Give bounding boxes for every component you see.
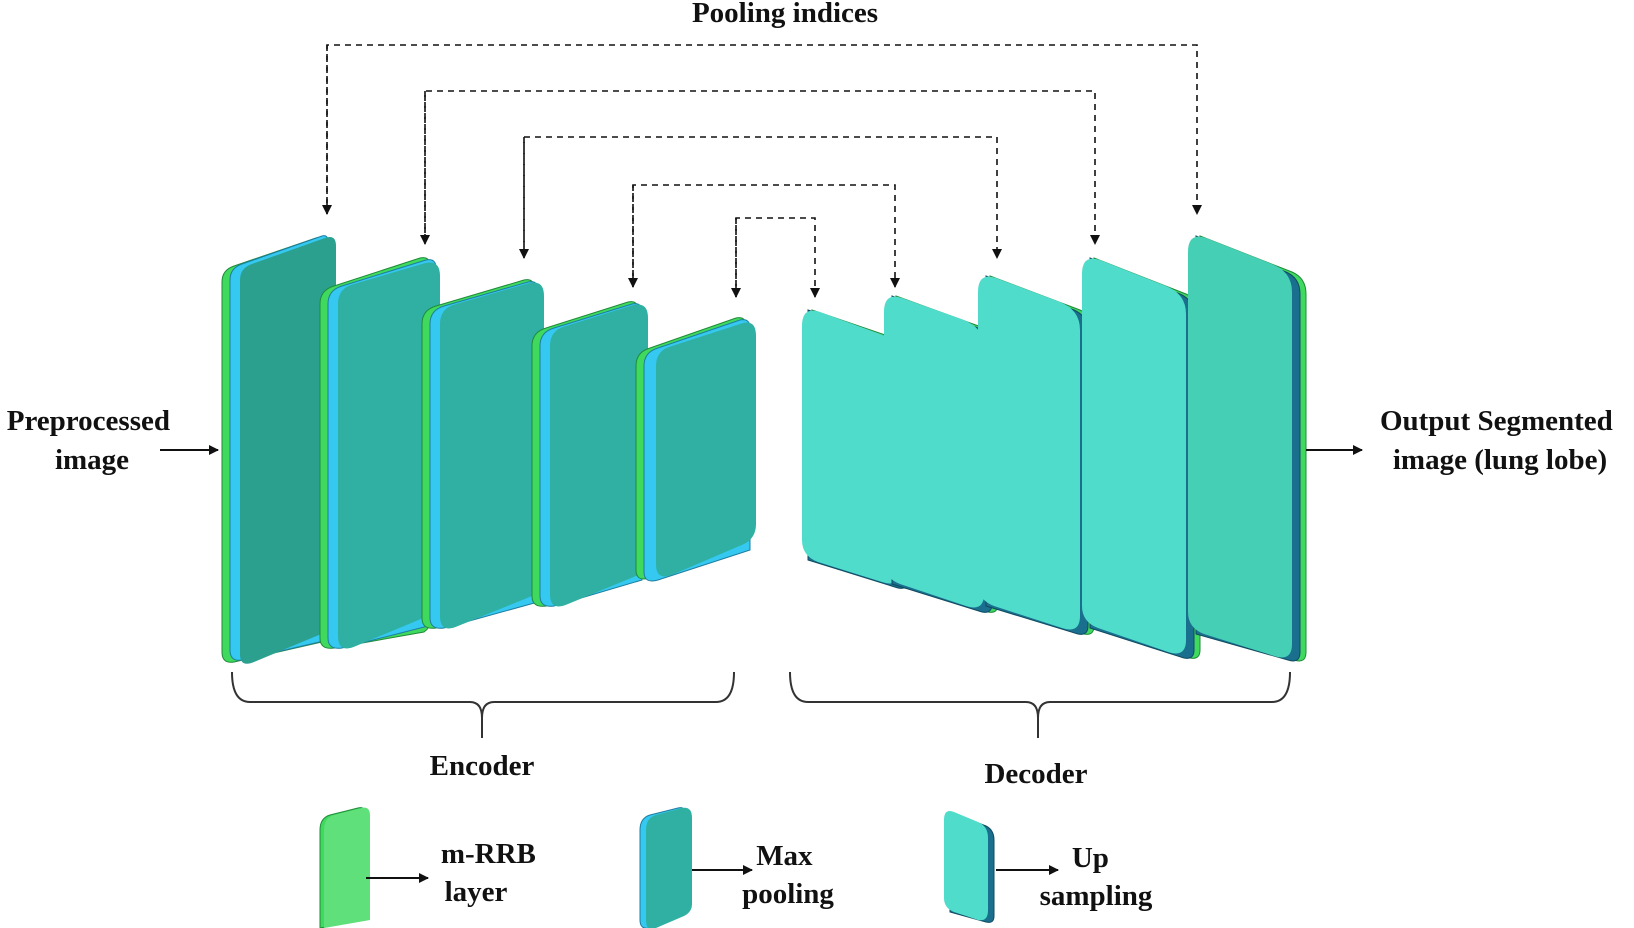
pooling-connector-5 bbox=[735, 217, 820, 298]
encoder-brace bbox=[231, 671, 735, 738]
pooling-index-connectors bbox=[322, 44, 1202, 298]
encoder-block-4 bbox=[531, 301, 648, 607]
pooling-connector-1 bbox=[326, 44, 1202, 215]
input-label: Preprocessed image bbox=[7, 405, 177, 476]
legend-item-mrrb: m-RRB layer bbox=[319, 807, 543, 928]
legend-upsample-label: Up sampling bbox=[1040, 842, 1153, 912]
diagram-title: Pooling indices bbox=[692, 0, 878, 29]
encoder-block-5 bbox=[635, 317, 756, 582]
legend-item-maxpool: Max pooling bbox=[639, 807, 834, 928]
encoder-label: Encoder bbox=[430, 750, 535, 782]
legend: m-RRB layer Max pooling Up sampling bbox=[319, 807, 1153, 928]
decoder-block-3-face bbox=[978, 276, 1080, 630]
decoder-blocks bbox=[802, 235, 1307, 662]
encoder-block-4-face bbox=[550, 304, 648, 607]
encoder-blocks bbox=[221, 235, 756, 664]
decoder-block-3 bbox=[978, 275, 1095, 635]
encoder-block-2 bbox=[319, 257, 440, 649]
decoder-brace bbox=[789, 671, 1291, 738]
decoder-block-4-face bbox=[1082, 258, 1186, 654]
encoder-block-3 bbox=[421, 279, 544, 629]
decoder-block-2-face bbox=[884, 296, 984, 608]
decoder-label: Decoder bbox=[984, 758, 1087, 790]
pooling-connector-2 bbox=[424, 90, 1100, 245]
decoder-block-4 bbox=[1082, 257, 1201, 659]
output-label: Output Segmented image (lung lobe) bbox=[1380, 405, 1620, 476]
decoder-block-2 bbox=[884, 295, 999, 613]
encoder-block-2-face bbox=[338, 262, 440, 649]
decoder-block-5 bbox=[1188, 235, 1307, 662]
decoder-block-1-face bbox=[802, 310, 900, 584]
decoder-block-5-face bbox=[1188, 236, 1292, 658]
encoder-block-5-face bbox=[656, 322, 756, 577]
legend-item-upsample: Up sampling bbox=[944, 811, 1153, 923]
pooling-connector-4 bbox=[632, 184, 900, 288]
encoder-block-1 bbox=[221, 235, 336, 664]
legend-maxpool-label: Max pooling bbox=[742, 840, 834, 910]
encoder-block-1-face bbox=[240, 237, 336, 664]
legend-mrrb-label: m-RRB layer bbox=[441, 838, 543, 908]
encoder-block-3-face bbox=[440, 282, 544, 629]
pooling-connector-3 bbox=[523, 136, 1002, 259]
